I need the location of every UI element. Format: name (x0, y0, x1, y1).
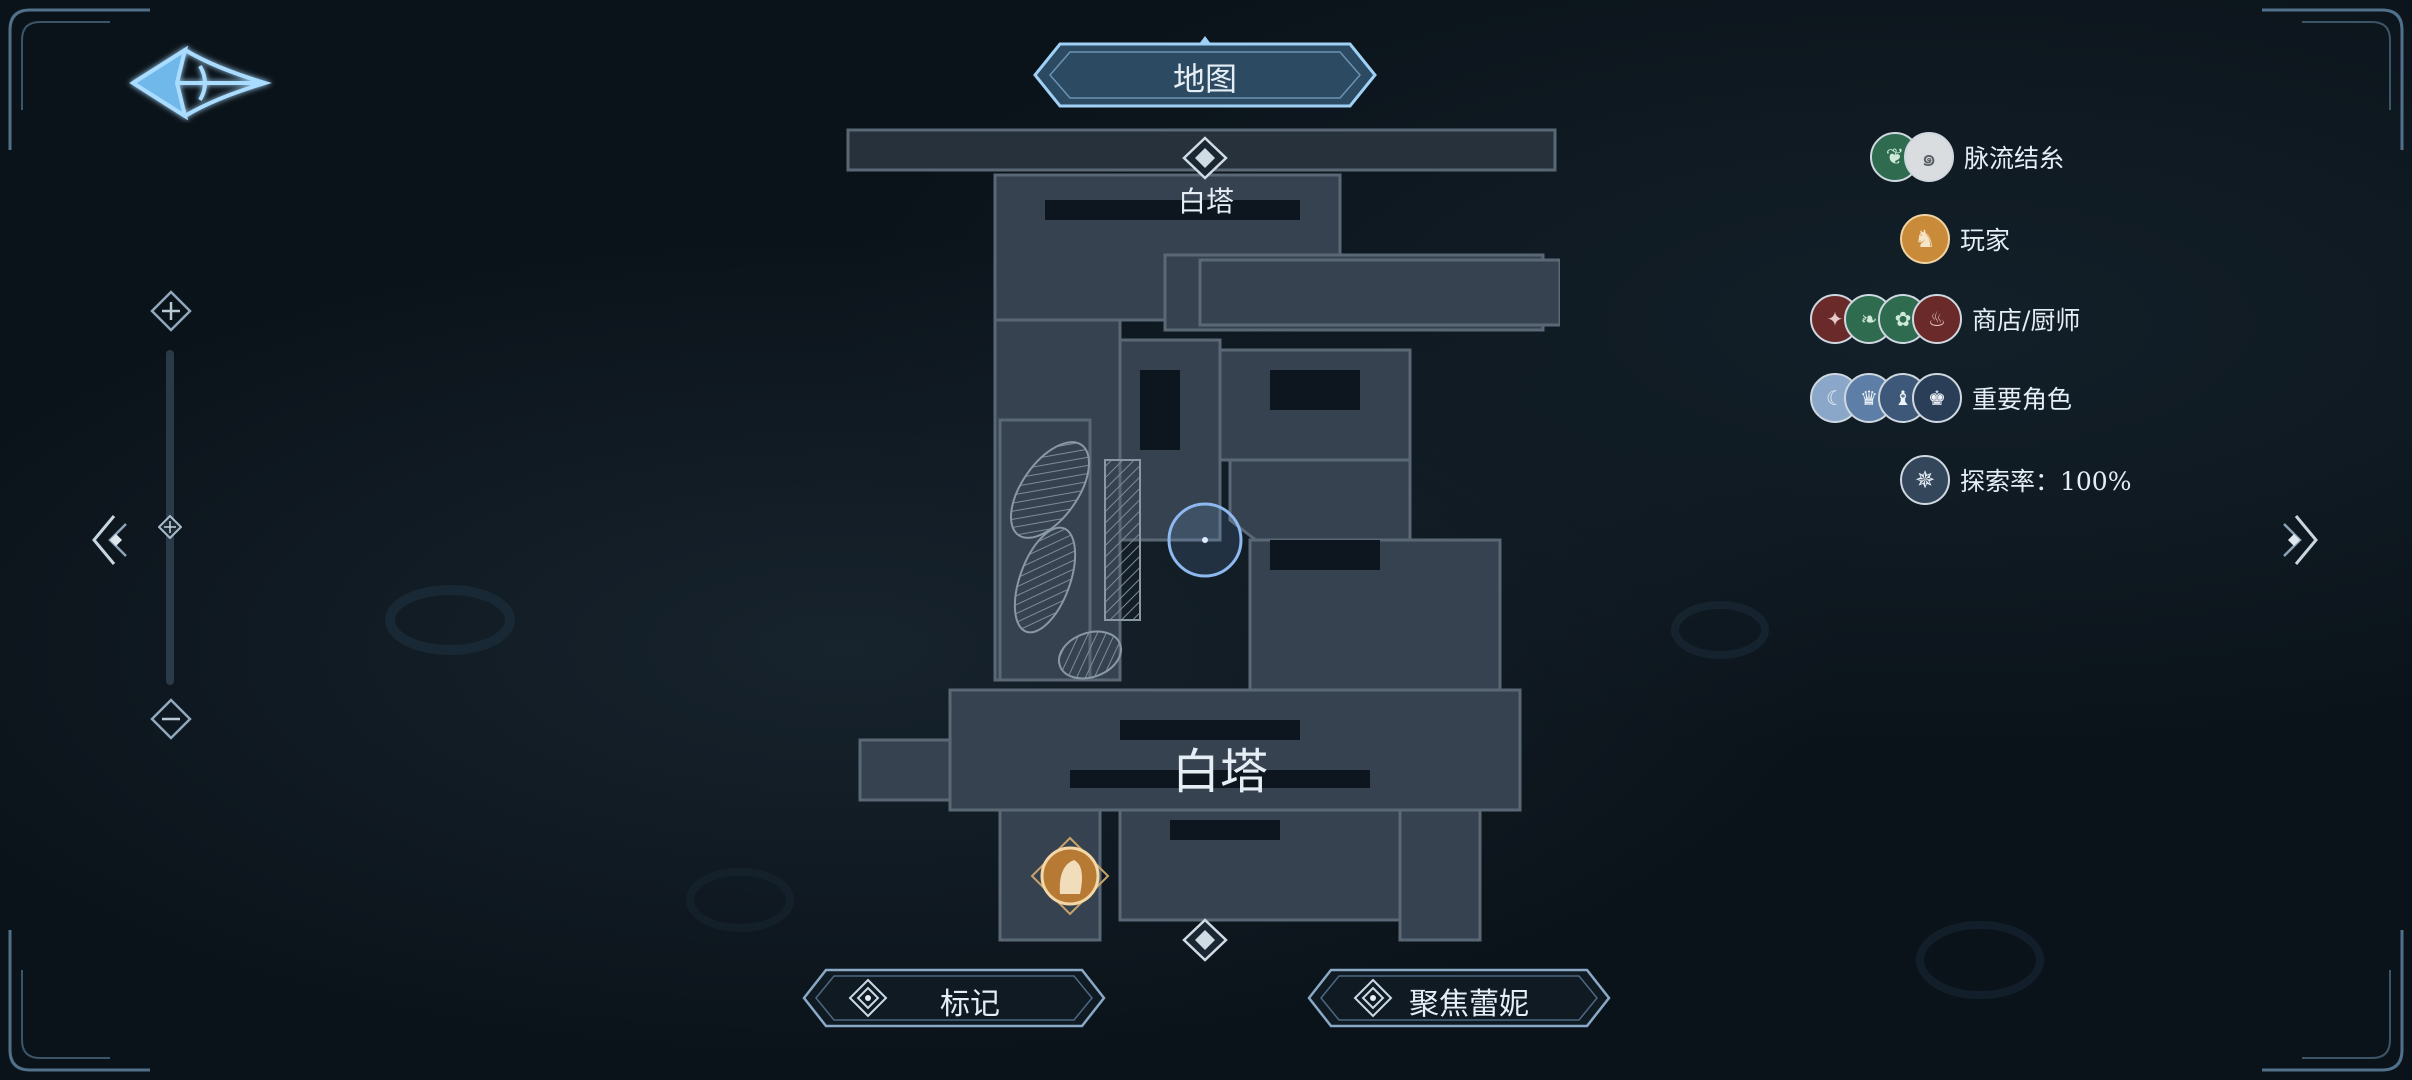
back-arrow-icon (129, 45, 272, 121)
chef-icon: ♨ (1912, 294, 1962, 344)
minus-icon (150, 698, 192, 740)
button-frame (802, 968, 1106, 1028)
exploration-rate: 探索率：100% (1960, 467, 2132, 496)
compass-star-icon: ✵ (1900, 455, 1950, 505)
legend-item-shop-chef: ✦ ❧ ✿ ♨ 商店/厨师 (1810, 294, 2080, 344)
current-location-dot (1202, 537, 1208, 543)
map-walls (1045, 200, 1380, 840)
mark-button[interactable]: 标记 (800, 964, 1108, 1032)
map-hatched-areas (1009, 441, 1141, 680)
corner-ornament-bottom-left (8, 930, 150, 1072)
player-marker-icon[interactable] (1030, 836, 1110, 916)
mark-button-label: 标记 (940, 987, 1000, 1022)
character-d-icon: ♚ (1912, 373, 1962, 423)
plus-icon (150, 290, 192, 332)
diamond-handle-icon (157, 514, 183, 540)
area-marker-upper[interactable] (1178, 136, 1232, 180)
legend-icons: ✦ ❧ ✿ ♨ (1810, 294, 1962, 344)
map-view[interactable] (840, 120, 1560, 960)
chevron-right-icon (2283, 515, 2318, 565)
corner-ornament-bottom-right (2262, 930, 2404, 1072)
focus-icon (1353, 978, 1393, 1018)
legend-icons: ♞ (1900, 214, 1950, 264)
corner-ornament-top-left (8, 8, 150, 150)
legend-item-player: ♞ 玩家 (1900, 214, 2010, 264)
focus-button[interactable]: 聚焦蕾妮 (1305, 964, 1613, 1032)
zoom-in-button[interactable] (150, 290, 192, 332)
title-frame (1033, 36, 1377, 108)
page-title: 地图 (1172, 60, 1237, 98)
legend-item-exploration: ✵ 探索率：100% (1900, 455, 2131, 505)
legend-label: 脉流结糸 (1964, 144, 2065, 173)
previous-area-button[interactable] (90, 512, 134, 568)
zoom-out-button[interactable] (150, 698, 192, 740)
legend-label: 重要角色 (1972, 385, 2073, 414)
next-area-button[interactable] (2276, 512, 2320, 568)
legend-label: 商店/厨师 (1972, 306, 2081, 335)
chevron-left-icon (92, 515, 127, 565)
area-label-main: 白塔 (1171, 744, 1268, 800)
area-marker-lower[interactable] (1178, 918, 1232, 962)
zoom-slider-handle[interactable] (157, 514, 183, 540)
area-label-upper: 白塔 (1177, 185, 1234, 218)
back-button[interactable] (125, 38, 275, 128)
button-frame (1307, 968, 1611, 1028)
player-portrait-icon: ♞ (1900, 214, 1950, 264)
title-plate: 地图 (1030, 34, 1380, 116)
legend-icons: ❦ ๑ (1870, 132, 1954, 182)
focus-button-label: 聚焦蕾妮 (1409, 987, 1529, 1022)
legend-item-key-characters: ☾ ♛ ♝ ♚ 重要角色 (1810, 373, 2072, 423)
legend-icons: ✵ (1900, 455, 1950, 505)
white-swirl-icon: ๑ (1904, 132, 1954, 182)
mark-icon (848, 978, 888, 1018)
legend-icons: ☾ ♛ ♝ ♚ (1810, 373, 1962, 423)
legend-label: 玩家 (1960, 226, 2011, 255)
corner-ornament-top-right (2262, 8, 2404, 150)
legend-item-vein-nodes: ❦ ๑ 脉流结糸 (1870, 132, 2064, 182)
